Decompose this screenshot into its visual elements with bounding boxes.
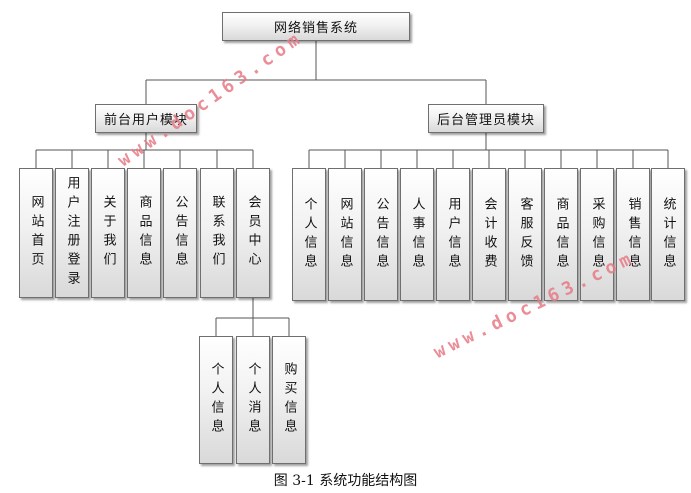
front-module-node: 前台用户模块: [95, 104, 197, 133]
front-child-node: 联系我们: [200, 168, 234, 298]
front-child-node: 用户注册登录: [55, 168, 89, 298]
back-module-label: 后台管理员模块: [436, 113, 535, 128]
back-child-node: 统计信息: [651, 168, 685, 301]
back-child-node: 销售信息: [616, 168, 650, 301]
figure-caption: 图 3-1 系统功能结构图: [273, 473, 418, 489]
back-child-label: 用户信息: [445, 196, 461, 273]
front-child-label: 网站首页: [28, 195, 44, 271]
root-label: 网络销售系统: [273, 21, 358, 36]
member-child-label: 个人信息: [208, 362, 224, 438]
back-child-label: 采购信息: [589, 196, 605, 273]
front-child-label: 关于我们: [100, 195, 116, 271]
member-child-node: 个人信息: [199, 336, 233, 464]
front-module-label: 前台用户模块: [103, 113, 188, 128]
root-node: 网络销售系统: [222, 12, 410, 41]
member-center-label: 会员中心: [245, 195, 261, 271]
back-child-label: 人事信息: [409, 196, 425, 273]
back-child-label: 销售信息: [625, 196, 641, 273]
member-center-node: 会员中心: [236, 168, 270, 298]
front-child-node: 网站首页: [19, 168, 53, 298]
front-child-label: 用户注册登录: [64, 176, 80, 290]
back-child-node: 会计收费: [472, 168, 506, 301]
back-child-node: 商品信息: [544, 168, 578, 301]
front-child-label: 公告信息: [172, 195, 188, 271]
back-child-label: 网站信息: [337, 196, 353, 273]
back-child-label: 会计收费: [481, 196, 497, 273]
member-child-label: 购买信息: [281, 362, 297, 438]
back-child-label: 个人信息: [301, 196, 317, 273]
back-child-label: 统计信息: [660, 196, 676, 273]
back-child-label: 客服反馈: [517, 196, 533, 273]
front-child-label: 联系我们: [209, 195, 225, 271]
front-child-node: 公告信息: [163, 168, 197, 298]
back-child-node: 采购信息: [580, 168, 614, 301]
back-child-node: 公告信息: [364, 168, 398, 301]
front-child-node: 商品信息: [127, 168, 161, 298]
back-child-node: 人事信息: [400, 168, 434, 301]
back-child-node: 客服反馈: [508, 168, 542, 301]
member-child-node: 购买信息: [272, 336, 306, 464]
back-child-label: 商品信息: [553, 196, 569, 273]
member-child-label: 个人消息: [245, 362, 261, 438]
back-child-node: 网站信息: [328, 168, 362, 301]
member-child-node: 个人消息: [236, 336, 270, 464]
back-child-node: 个人信息: [292, 168, 326, 301]
front-child-node: 关于我们: [91, 168, 125, 298]
back-child-label: 公告信息: [373, 196, 389, 273]
back-module-node: 后台管理员模块: [428, 104, 544, 133]
front-child-label: 商品信息: [136, 195, 152, 271]
back-child-node: 用户信息: [436, 168, 470, 301]
